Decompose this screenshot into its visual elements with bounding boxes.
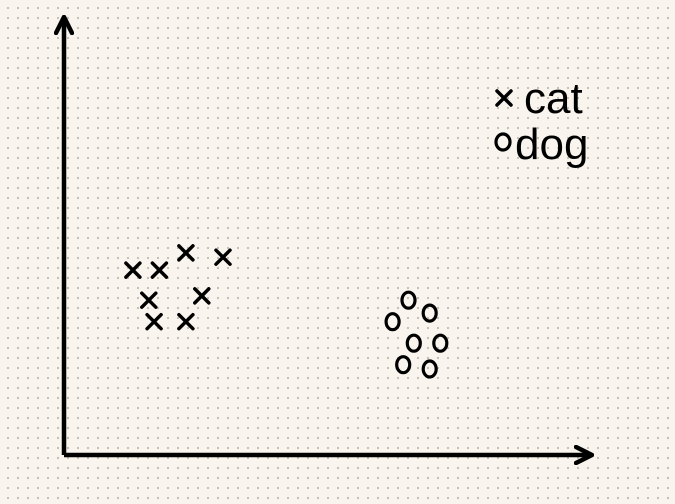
- legend-label-dog: dog: [515, 120, 588, 169]
- data-point-dog-3: [384, 312, 401, 332]
- data-point-cat-5: [140, 291, 158, 309]
- data-point-dog-7: [421, 359, 438, 379]
- data-point-cat-6: [193, 287, 211, 305]
- data-point-cat-4: [214, 248, 232, 266]
- legend-label-cat: cat: [524, 74, 583, 123]
- data-point-cat-8: [177, 312, 195, 331]
- data-point-cat-7: [145, 312, 163, 331]
- data-point-cat-1: [124, 261, 142, 279]
- data-point-dog-6: [395, 355, 412, 375]
- data-point-cat-2: [150, 261, 169, 279]
- data-points: [124, 244, 449, 379]
- data-point-dog-4: [405, 333, 422, 353]
- legend-entry-cat: cat: [495, 74, 583, 123]
- data-point-cat-3: [177, 244, 195, 262]
- data-point-dog-2: [421, 303, 438, 323]
- data-point-dog-5: [432, 333, 449, 353]
- legend-marker-cat: [495, 89, 513, 107]
- data-point-dog-1: [400, 290, 417, 310]
- legend-marker-dog: [494, 132, 512, 152]
- legend-entry-dog: dog: [494, 120, 588, 169]
- legend: cat dog: [494, 74, 588, 169]
